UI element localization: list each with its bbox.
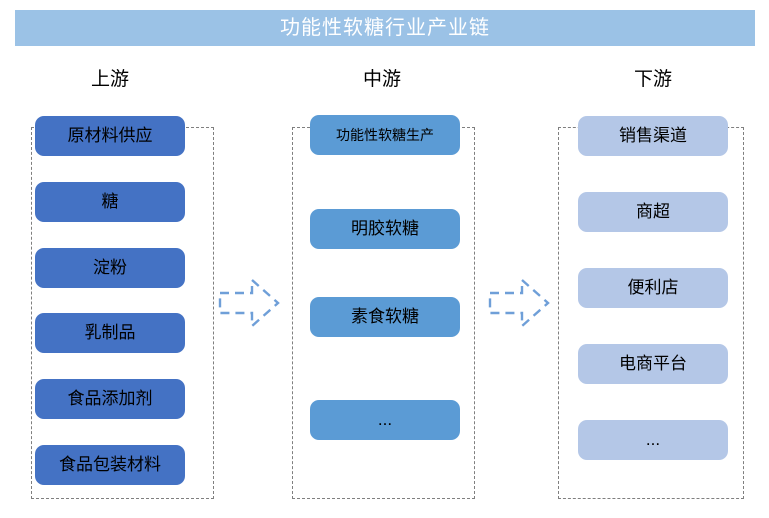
page-title: 功能性软糖行业产业链 (280, 17, 490, 39)
column-header-downstream: 下游 (633, 69, 672, 90)
node-midstream-0[interactable]: 功能性软糖生产 (310, 115, 460, 155)
node-midstream-2[interactable]: 素食软糖 (310, 297, 460, 337)
node-downstream-1[interactable]: 商超 (578, 192, 728, 232)
node-upstream-3[interactable]: 乳制品 (35, 313, 185, 353)
arrow-right-icon-midstream-to-downstream (488, 277, 550, 329)
node-downstream-2[interactable]: 便利店 (578, 268, 728, 308)
node-upstream-2[interactable]: 淀粉 (35, 248, 185, 288)
node-upstream-4[interactable]: 食品添加剂 (35, 379, 185, 419)
node-upstream-1[interactable]: 糖 (35, 182, 185, 222)
arrow-right-icon-upstream-to-midstream (218, 277, 280, 329)
node-downstream-4[interactable]: ... (578, 420, 728, 460)
node-upstream-5[interactable]: 食品包装材料 (35, 445, 185, 485)
node-midstream-1[interactable]: 明胶软糖 (310, 209, 460, 249)
node-midstream-3[interactable]: ... (310, 400, 460, 440)
column-header-midstream: 中游 (362, 69, 401, 90)
node-upstream-0[interactable]: 原材料供应 (35, 116, 185, 156)
node-downstream-3[interactable]: 电商平台 (578, 344, 728, 384)
chart-title-bar: 功能性软糖行业产业链 (15, 10, 755, 46)
node-downstream-0[interactable]: 销售渠道 (578, 116, 728, 156)
column-header-upstream: 上游 (90, 69, 129, 90)
